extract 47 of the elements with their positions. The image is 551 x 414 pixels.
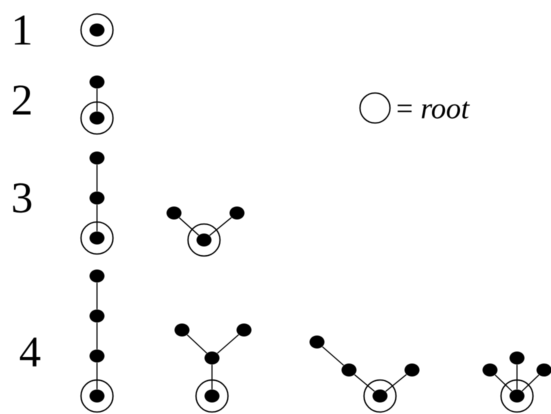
tree-node (230, 206, 244, 220)
tree-edge (385, 374, 407, 392)
tree-edge (96, 164, 98, 192)
legend-text: = root (398, 101, 470, 119)
size-number: 3 (13, 183, 32, 213)
tree-edge (522, 374, 540, 392)
size-number: 2 (12, 86, 31, 114)
root-node (195, 379, 229, 413)
tree-edge (96, 362, 98, 390)
tree-node (404, 364, 420, 376)
tree-node (90, 310, 104, 322)
tree-edge (211, 364, 213, 390)
tree-edge (322, 346, 344, 366)
root-node (500, 379, 534, 413)
root-node (363, 379, 397, 413)
tree-node (174, 324, 190, 336)
root-node (80, 379, 114, 413)
tree-edge (209, 217, 232, 236)
tree-edge (96, 204, 98, 232)
root-node (80, 13, 114, 47)
tree-edge (96, 88, 98, 112)
tree-edge (178, 217, 200, 236)
tree-node (204, 352, 220, 364)
tree-edge (186, 334, 208, 354)
tree-node (482, 364, 498, 376)
tree-edge (217, 334, 239, 354)
tree-node (90, 350, 104, 362)
tree-node (90, 192, 104, 204)
root-node (80, 101, 114, 135)
tree-edge (96, 322, 98, 350)
root-node (80, 221, 114, 255)
tree-node (510, 352, 524, 364)
tree-node (90, 270, 104, 282)
tree-node (166, 206, 182, 220)
tree-edge (96, 282, 98, 310)
tree-edge (354, 374, 375, 392)
tree-edge (494, 374, 512, 392)
tree-node (236, 324, 252, 336)
tree-node (536, 364, 551, 376)
tree-node (90, 152, 104, 164)
tree-node (90, 76, 104, 88)
tree-node (310, 336, 324, 348)
size-number: 1 (14, 16, 30, 44)
tree-node (342, 364, 356, 376)
root-node (187, 223, 221, 257)
tree-edge (516, 364, 518, 390)
size-number: 4 (20, 338, 40, 366)
